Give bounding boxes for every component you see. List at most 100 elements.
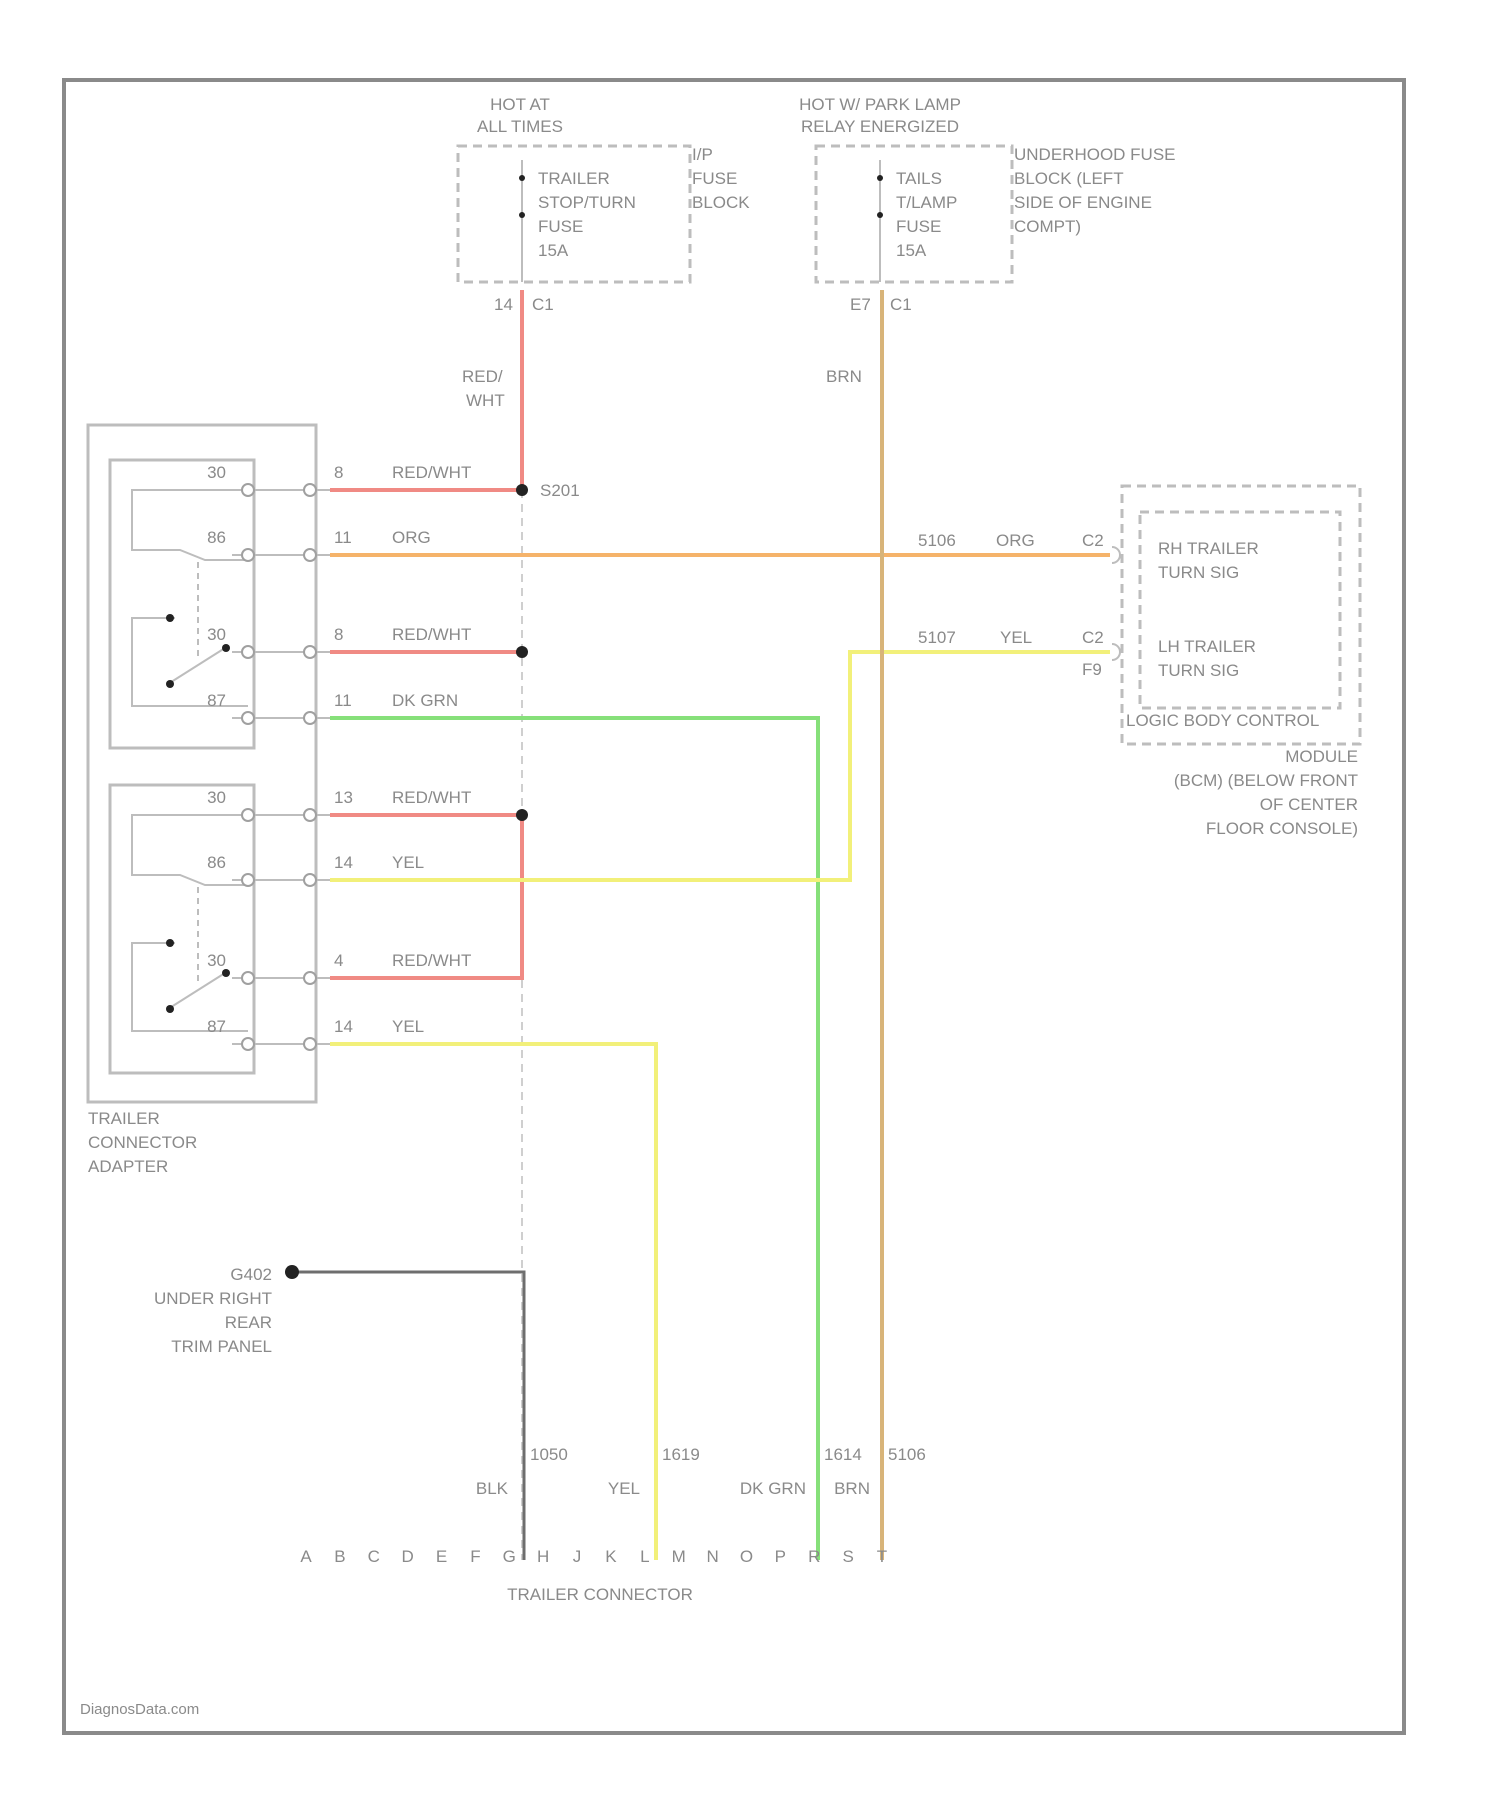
fuse-left-terminal-bottom bbox=[519, 212, 525, 218]
fuse-left-name-4: 15A bbox=[538, 241, 569, 260]
relay-pin-3: 30 bbox=[207, 625, 226, 644]
adapter-terminal-7 bbox=[304, 972, 316, 984]
bcm-desc-3: OF CENTER bbox=[1260, 795, 1358, 814]
bcm-rh-label-1: RH TRAILER bbox=[1158, 539, 1259, 558]
adapter-wire-color-3: RED/WHT bbox=[392, 625, 471, 644]
relay-pin-7: 30 bbox=[207, 951, 226, 970]
fuse-right-group: HOT W/ PARK LAMP RELAY ENERGIZED TAILS T… bbox=[799, 95, 1175, 314]
bcm-rh-color: ORG bbox=[996, 531, 1035, 550]
fuse-right-supply-2: RELAY ENERGIZED bbox=[801, 117, 959, 136]
fuse-left-pin: 14 bbox=[494, 295, 513, 314]
adapter-terminal-6 bbox=[304, 874, 316, 886]
bcm-lh-label-1: LH TRAILER bbox=[1158, 637, 1256, 656]
splice-s201-dot bbox=[516, 484, 528, 496]
fuse-right-terminal-top bbox=[877, 175, 883, 181]
ground-g402: G402 UNDER RIGHT REAR TRIM PANEL bbox=[154, 1265, 299, 1356]
diagram-frame bbox=[64, 80, 1404, 1733]
relay-pin-2: 86 bbox=[207, 528, 226, 547]
trailer-pin-l: L bbox=[640, 1547, 649, 1566]
label-red-wht-1: RED/ bbox=[462, 367, 503, 386]
relay-pin-6: 86 bbox=[207, 853, 226, 872]
adapter-pin-rows: 308RED/WHT8611ORG308RED/WHT8711DK GRN301… bbox=[207, 463, 471, 1050]
fuse-right-block-2: BLOCK (LEFT bbox=[1014, 169, 1124, 188]
relay-1-coil bbox=[132, 490, 248, 560]
adapter-wire-color-2: ORG bbox=[392, 528, 431, 547]
fuse-left-group: HOT AT ALL TIMES TRAILER STOP/TURN FUSE … bbox=[458, 95, 750, 314]
relay-pin-5: 30 bbox=[207, 788, 226, 807]
fuse-left-name-2: STOP/TURN bbox=[538, 193, 636, 212]
adapter-terminal-4 bbox=[304, 712, 316, 724]
relay-1-switch bbox=[132, 618, 248, 706]
trailer-pin-j: J bbox=[573, 1547, 582, 1566]
ground-id: G402 bbox=[230, 1265, 272, 1284]
fuse-right-connector: C1 bbox=[890, 295, 912, 314]
relay-terminal-1 bbox=[242, 484, 254, 496]
trailer-pin-a: A bbox=[300, 1547, 312, 1566]
fuse-right-name-4: 15A bbox=[896, 241, 927, 260]
bcm-pin-lh bbox=[1112, 644, 1120, 660]
bottom-circuit-yel: 1619 bbox=[662, 1445, 700, 1464]
bottom-circuit-brn: 5106 bbox=[888, 1445, 926, 1464]
bcm-desc-1: MODULE bbox=[1285, 747, 1358, 766]
relay-pin-8: 87 bbox=[207, 1017, 226, 1036]
label-brn: BRN bbox=[826, 367, 862, 386]
fuse-right-name-3: FUSE bbox=[896, 217, 941, 236]
adapter-pin-3: 8 bbox=[334, 625, 343, 644]
trailer-pin-g: G bbox=[503, 1547, 516, 1566]
adapter-label-3: ADAPTER bbox=[88, 1157, 168, 1176]
bcm-pin-rh bbox=[1112, 547, 1120, 563]
bottom-circuit-grn: 1614 bbox=[824, 1445, 862, 1464]
body-control-module: 5106 ORG C2 RH TRAILER TURN SIG 5107 YEL… bbox=[918, 486, 1360, 838]
relay-terminal-6 bbox=[242, 874, 254, 886]
relay-terminal-8 bbox=[242, 1038, 254, 1050]
trailer-pin-e: E bbox=[436, 1547, 447, 1566]
adapter-wire-color-7: RED/WHT bbox=[392, 951, 471, 970]
fuse-left-block-outline bbox=[458, 146, 690, 282]
wire-blk-ground bbox=[292, 1272, 524, 1560]
fuse-right-terminal-bottom bbox=[877, 212, 883, 218]
trailer-pin-c: C bbox=[368, 1547, 380, 1566]
fuse-right-name-2: T/LAMP bbox=[896, 193, 957, 212]
watermark: DiagnosData.com bbox=[80, 1701, 199, 1718]
bcm-desc-4: FLOOR CONSOLE) bbox=[1206, 819, 1358, 838]
bcm-lh-label-2: TURN SIG bbox=[1158, 661, 1239, 680]
bcm-desc-2: (BCM) (BELOW FRONT bbox=[1174, 771, 1358, 790]
trailer-pin-r: R bbox=[808, 1547, 820, 1566]
trailer-pin-o: O bbox=[740, 1547, 753, 1566]
fuse-left-name-3: FUSE bbox=[538, 217, 583, 236]
trailer-pin-n: N bbox=[706, 1547, 718, 1566]
trailer-pin-b: B bbox=[334, 1547, 345, 1566]
label-red-wht-2: WHT bbox=[466, 391, 505, 410]
adapter-wire-color-6: YEL bbox=[392, 853, 424, 872]
trailer-pin-p: P bbox=[775, 1547, 786, 1566]
bcm-lh-circuit: 5107 bbox=[918, 628, 956, 647]
relay-2-contact-c bbox=[222, 969, 230, 977]
relay-terminal-7 bbox=[242, 972, 254, 984]
trailer-pin-m: M bbox=[672, 1547, 686, 1566]
relay-terminal-3 bbox=[242, 646, 254, 658]
relay-2-contact-a bbox=[166, 1005, 174, 1013]
relay-terminal-2 bbox=[242, 549, 254, 561]
relay-1-contact-b bbox=[166, 614, 174, 622]
bottom-color-brn: BRN bbox=[834, 1479, 870, 1498]
wire-row6-yel bbox=[330, 652, 1110, 880]
ground-desc-3: TRIM PANEL bbox=[171, 1337, 272, 1356]
fuse-left-supply-1: HOT AT bbox=[490, 95, 550, 114]
fuse-left-name-1: TRAILER bbox=[538, 169, 610, 188]
adapter-label-2: CONNECTOR bbox=[88, 1133, 197, 1152]
adapter-terminal-5 bbox=[304, 809, 316, 821]
relay-pin-4: 87 bbox=[207, 691, 226, 710]
fuse-right-block-1: UNDERHOOD FUSE bbox=[1014, 145, 1176, 164]
splice-row5-dot bbox=[516, 809, 528, 821]
bcm-lh-pin: C2 bbox=[1082, 628, 1104, 647]
relay-2-switch bbox=[132, 943, 248, 1031]
adapter-pin-7: 4 bbox=[334, 951, 343, 970]
bottom-circuit-blk: 1050 bbox=[530, 1445, 568, 1464]
bottom-color-blk: BLK bbox=[476, 1479, 509, 1498]
trailer-pin-h: H bbox=[537, 1547, 549, 1566]
adapter-outer-box bbox=[88, 425, 316, 1102]
bcm-rh-circuit: 5106 bbox=[918, 531, 956, 550]
fuse-right-pin: E7 bbox=[850, 295, 871, 314]
adapter-terminal-8 bbox=[304, 1038, 316, 1050]
